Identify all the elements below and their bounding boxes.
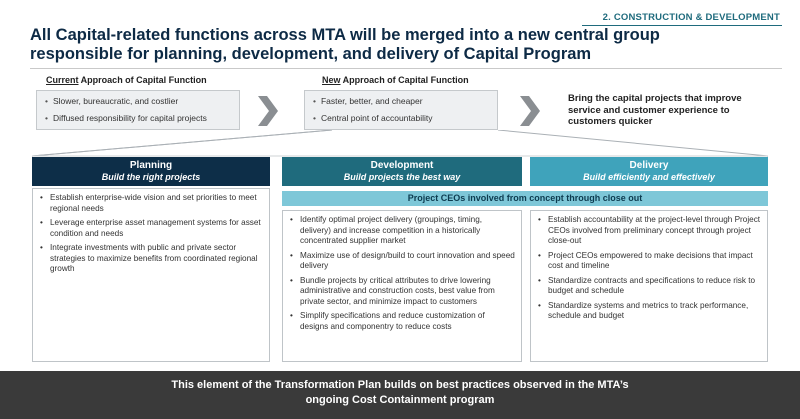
current-approach-item: Slower, bureaucratic, and costlier (45, 96, 233, 106)
planning-item: Establish enterprise-wide vision and set… (39, 193, 263, 214)
section-tag: 2. CONSTRUCTION & DEVELOPMENT (602, 12, 780, 23)
current-approach-label-rest: Approach of Capital Function (78, 75, 207, 85)
planning-column: Planning Build the right projects Establ… (32, 157, 270, 362)
development-column: Development Build projects the best way … (282, 157, 522, 362)
title-divider (30, 68, 782, 69)
footer-line-2: ongoing Cost Containment program (305, 394, 495, 406)
new-approach-box: Faster, better, and cheaper Central poin… (304, 90, 498, 130)
new-approach-label-rest: Approach of Capital Function (340, 75, 469, 85)
current-approach-box: Slower, bureaucratic, and costlier Diffu… (36, 90, 240, 130)
development-subtitle: Build projects the best way (343, 172, 461, 182)
planning-item: Integrate investments with public and pr… (39, 243, 263, 275)
planning-subtitle: Build the right projects (101, 172, 201, 182)
development-item: Identify optimal project delivery (group… (289, 215, 515, 247)
delivery-title: Delivery (629, 160, 669, 171)
flow-connector (32, 130, 768, 160)
new-approach-label: New Approach of Capital Function (322, 75, 469, 85)
delivery-header: Delivery Build efficiently and effective… (530, 157, 768, 186)
new-approach-item: Faster, better, and cheaper (313, 96, 491, 106)
planning-title: Planning (129, 160, 173, 171)
development-list: Identify optimal project delivery (group… (282, 210, 522, 362)
chevron-right-icon (258, 96, 278, 126)
page-title: All Capital-related functions across MTA… (30, 26, 660, 63)
current-approach-label-keyword: Current (46, 75, 79, 85)
delivery-item: Establish accountability at the project-… (537, 215, 761, 247)
section-tag-rule (582, 25, 782, 26)
delivery-list: Establish accountability at the project-… (530, 210, 768, 362)
planning-item: Leverage enterprise asset management sys… (39, 218, 263, 239)
new-approach-label-keyword: New (322, 75, 341, 85)
planning-list: Establish enterprise-wide vision and set… (32, 188, 270, 362)
delivery-item: Project CEOs empowered to make decisions… (537, 251, 761, 272)
footer-line-1: This element of the Transformation Plan … (171, 379, 629, 391)
chevron-right-icon (520, 96, 540, 126)
delivery-item: Standardize contracts and specifications… (537, 276, 761, 297)
planning-header: Planning Build the right projects (32, 157, 270, 186)
footer-banner: This element of the Transformation Plan … (0, 371, 800, 419)
project-ceo-bar: Project CEOs involved from concept throu… (282, 191, 768, 206)
current-approach-item: Diffused responsibility for capital proj… (45, 113, 233, 123)
outcome-text: Bring the capital projects that improve … (568, 93, 742, 127)
development-header: Development Build projects the best way (282, 157, 522, 186)
development-title: Development (370, 160, 434, 171)
development-item: Maximize use of design/build to court in… (289, 251, 515, 272)
delivery-column: Delivery Build efficiently and effective… (530, 157, 768, 362)
current-approach-label: Current Approach of Capital Function (46, 75, 207, 85)
development-item: Simplify specifications and reduce custo… (289, 311, 515, 332)
new-approach-item: Central point of accountability (313, 113, 491, 123)
delivery-subtitle: Build efficiently and effectively (583, 172, 715, 182)
development-item: Bundle projects by critical attributes t… (289, 276, 515, 308)
delivery-item: Standardize systems and metrics to track… (537, 301, 761, 322)
